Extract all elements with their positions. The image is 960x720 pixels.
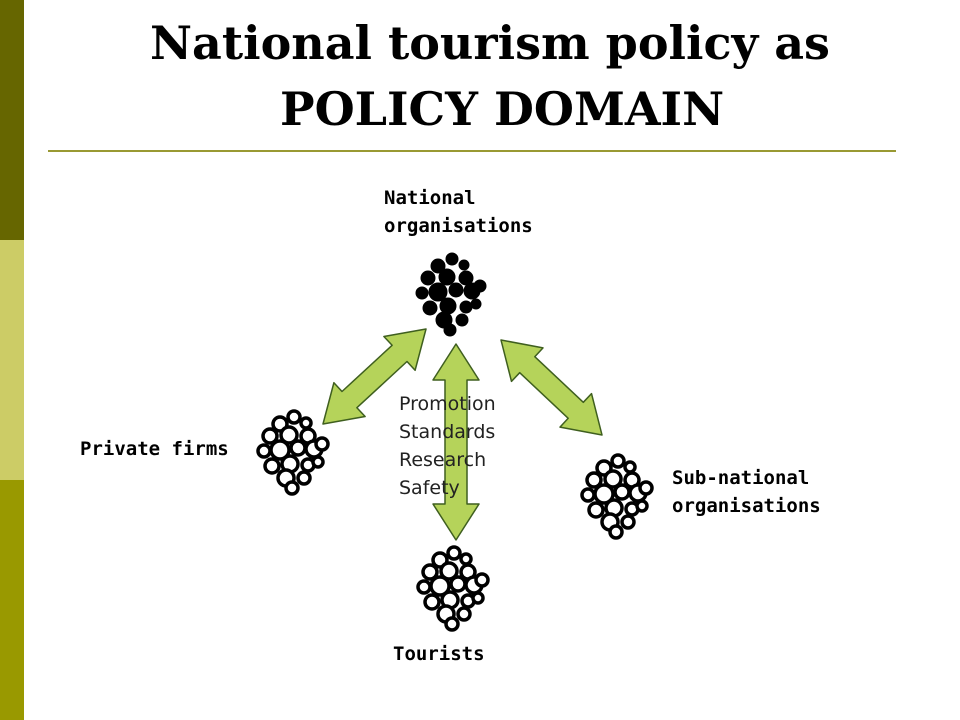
cluster-bubble bbox=[256, 443, 272, 459]
tourists-label: Tourists bbox=[393, 643, 485, 665]
cluster-bubble bbox=[439, 561, 459, 581]
cluster-bubble bbox=[279, 425, 299, 445]
cluster-bubble bbox=[456, 606, 472, 622]
cluster-bubble bbox=[314, 436, 330, 452]
cluster-bubble bbox=[593, 483, 615, 505]
cluster-bubble bbox=[269, 439, 291, 461]
cluster-bubble bbox=[580, 487, 596, 503]
cluster-bubble bbox=[296, 470, 312, 486]
cluster-bubble bbox=[474, 572, 490, 588]
arrow-national-tourists bbox=[432, 343, 480, 541]
national-label-line1: National bbox=[384, 187, 476, 209]
cluster-bubble bbox=[448, 282, 464, 298]
cluster-bubble bbox=[420, 270, 436, 286]
subnational-label-line2: organisations bbox=[672, 495, 821, 517]
title-divider bbox=[48, 150, 896, 152]
cluster-bubble bbox=[430, 258, 446, 274]
cluster-bubble bbox=[620, 514, 636, 530]
cluster-bubble bbox=[455, 313, 469, 327]
cluster-bubble bbox=[459, 552, 473, 566]
cluster-bubble bbox=[445, 252, 459, 266]
cluster-bubble bbox=[449, 575, 467, 593]
activity-item: Research bbox=[399, 449, 487, 471]
sidebar-segment-middle bbox=[0, 240, 24, 480]
private-firms-label: Private firms bbox=[80, 438, 229, 460]
activity-item: Standards bbox=[399, 421, 496, 443]
subnational-cluster-icon bbox=[580, 453, 654, 540]
cluster-bubble bbox=[263, 457, 281, 475]
cluster-bubble bbox=[610, 453, 626, 469]
private-firms-cluster-icon bbox=[256, 409, 330, 496]
cluster-bubble bbox=[416, 579, 432, 595]
cluster-bubble bbox=[284, 480, 300, 496]
arrow-national-subnational bbox=[500, 339, 603, 436]
tourists-cluster-icon bbox=[416, 545, 490, 632]
cluster-bubble bbox=[429, 575, 451, 597]
cluster-bubble bbox=[458, 259, 470, 271]
relationship-arrows bbox=[322, 328, 603, 541]
cluster-bubble bbox=[444, 616, 460, 632]
sidebar-segment-bottom bbox=[0, 480, 24, 720]
cluster-bubble bbox=[299, 416, 313, 430]
cluster-bubble bbox=[638, 480, 654, 496]
cluster-bubble bbox=[446, 545, 462, 561]
activity-item: Promotion bbox=[399, 393, 496, 415]
cluster-bubble bbox=[473, 279, 487, 293]
cluster-bubble bbox=[286, 409, 302, 425]
sidebar-segment-top bbox=[0, 0, 24, 240]
cluster-bubble bbox=[289, 439, 307, 457]
cluster-bubble bbox=[459, 300, 473, 314]
national-organisations-label: National organisations bbox=[384, 184, 533, 240]
cluster-bubble bbox=[422, 300, 438, 316]
cluster-bubble bbox=[428, 282, 448, 302]
arrow-national-private bbox=[322, 328, 427, 425]
cluster-bubble bbox=[613, 483, 631, 501]
cluster-bubble bbox=[635, 499, 649, 513]
cluster-bubble bbox=[443, 323, 457, 337]
cluster-bubble bbox=[623, 460, 637, 474]
cluster-bubble bbox=[423, 593, 441, 611]
national-cluster-icon bbox=[415, 252, 487, 337]
actor-clusters bbox=[256, 252, 654, 632]
cluster-bubble bbox=[421, 563, 439, 581]
subnational-label-line1: Sub-national bbox=[672, 467, 810, 489]
national-label-line2: organisations bbox=[384, 215, 533, 237]
cluster-bubble bbox=[261, 427, 279, 445]
cluster-bubble bbox=[415, 286, 429, 300]
cluster-bubble bbox=[587, 501, 605, 519]
slide-title-line1: National tourism policy as bbox=[150, 16, 830, 70]
cluster-bubble bbox=[439, 297, 457, 315]
sub-national-organisations-label: Sub-national organisations bbox=[672, 464, 821, 520]
cluster-bubble bbox=[603, 469, 623, 489]
cluster-bubble bbox=[471, 591, 485, 605]
slide-title-line2: POLICY DOMAIN bbox=[280, 82, 725, 136]
cluster-bubble bbox=[585, 471, 603, 489]
cluster-bubble bbox=[470, 298, 482, 310]
activity-item: Safety bbox=[399, 477, 460, 499]
cluster-bubble bbox=[311, 455, 325, 469]
cluster-bubble bbox=[438, 268, 456, 286]
cluster-bubble bbox=[608, 524, 624, 540]
